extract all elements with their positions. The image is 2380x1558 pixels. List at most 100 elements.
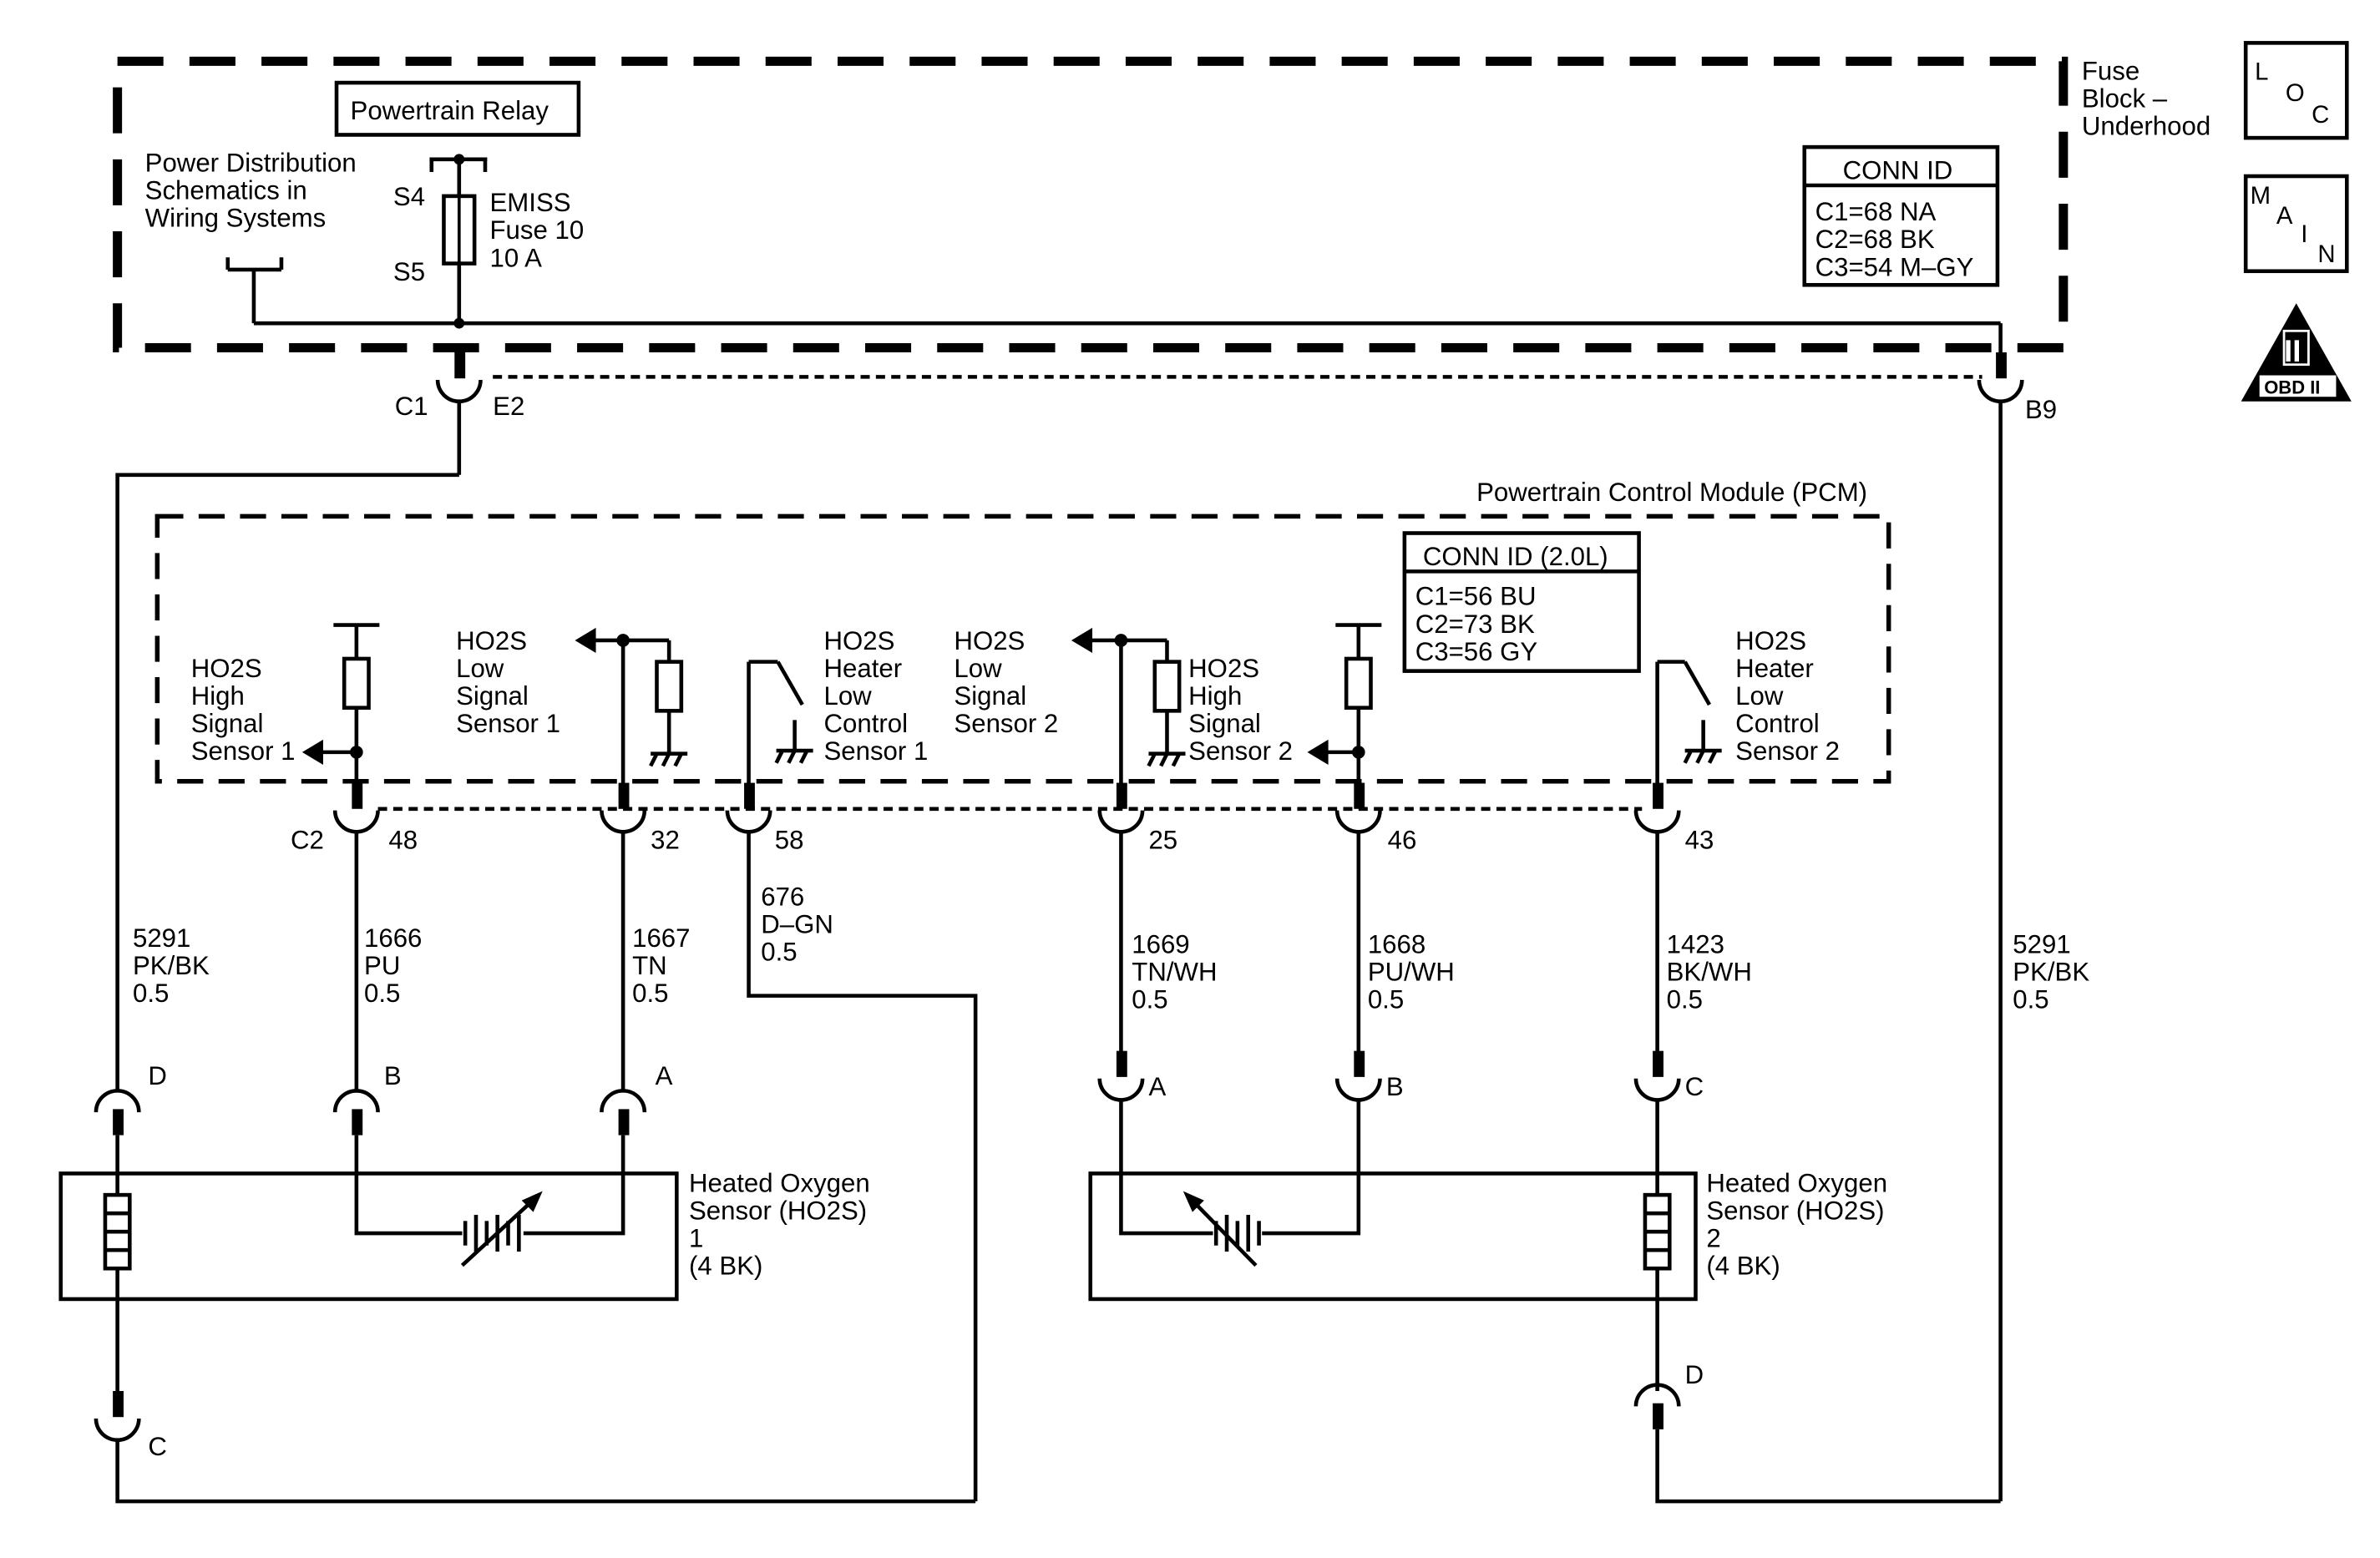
circuit-ho2s-heater-low-control-sensor-1 xyxy=(747,660,813,789)
wire-1423-label-2: BK/WH xyxy=(1667,957,1752,986)
sensor-1-connectors xyxy=(94,1089,647,1136)
hs1-label-4: Sensor 1 xyxy=(191,736,296,766)
circuit-ho2s-high-signal-sensor-1 xyxy=(301,623,380,789)
ls1-label-2: Low xyxy=(456,654,504,683)
wire-1668-label-1: 1668 xyxy=(1368,929,1425,959)
fuse-block-underhood: Fuse Block – Underhood Powertrain Relay … xyxy=(113,56,2210,359)
hs1-label-3: Signal xyxy=(191,709,264,738)
pcm-conn-c3: C3=56 GY xyxy=(1415,637,1538,666)
wire-1666-label-3: 0.5 xyxy=(364,979,400,1008)
sensor-2-pin-d: D xyxy=(1685,1360,1704,1389)
heated-oxygen-sensor-1: Heated Oxygen Sensor (HO2S) 1 (4 BK) xyxy=(58,1135,870,1392)
wire-676-label-1: 676 xyxy=(761,882,804,911)
sensor-2-box xyxy=(1088,1171,1698,1302)
wire-5291-right-label-2: PK/BK xyxy=(2013,957,2089,986)
pcm-conn-title: CONN ID (2.0L) xyxy=(1423,542,1608,571)
hs2-label-3: Signal xyxy=(1188,709,1261,738)
obd-ii-label: OBD II xyxy=(2264,377,2320,398)
ls2-label-2: Low xyxy=(954,654,1002,683)
sensor-1-connector-c xyxy=(94,1391,976,1504)
ls2-label-3: Signal xyxy=(954,681,1026,711)
fuse-block-label-1: Fuse xyxy=(2082,56,2139,85)
connector-c1-e2: C1 E2 xyxy=(395,347,524,475)
wire-5291-left-label-1: 5291 xyxy=(133,923,190,953)
heated-oxygen-sensor-2: Heated Oxygen Sensor (HO2S) 2 (4 BK) xyxy=(1088,1100,1887,1392)
wire-5291-right-label-1: 5291 xyxy=(2013,929,2070,959)
wire-676-label-2: D–GN xyxy=(761,909,833,938)
sensor-2-label-3: 2 xyxy=(1706,1224,1720,1253)
s4-label: S4 xyxy=(393,182,425,211)
heat1-label-2: Heater xyxy=(823,654,902,683)
wire-1668-label-2: PU/WH xyxy=(1368,957,1455,986)
powertrain-relay-label: Powertrain Relay xyxy=(351,96,549,125)
loc-icon: L O C xyxy=(2243,41,2349,140)
sensor-2-pin-b: B xyxy=(1386,1072,1404,1101)
pcm-c2-label: C2 xyxy=(291,825,324,854)
circuit-ho2s-low-signal-sensor-2 xyxy=(1071,627,1186,789)
circuit-ho2s-low-signal-sensor-1 xyxy=(575,627,688,789)
main-icon-m: M xyxy=(2251,182,2271,210)
wire-1667-label-1: 1667 xyxy=(632,923,690,953)
wire-1666-label-1: 1666 xyxy=(364,923,422,953)
main-icon-a: A xyxy=(2276,202,2293,230)
e2-label: E2 xyxy=(493,392,524,421)
sensor-1-pin-b: B xyxy=(384,1061,402,1090)
sensor-1-label-2: Sensor (HO2S) xyxy=(689,1196,867,1226)
wire-5291-right xyxy=(1655,1429,2001,1504)
sensor-1-variable-cell-icon xyxy=(460,1191,543,1267)
fuse-block-outline xyxy=(113,56,2069,353)
hs1-label-2: High xyxy=(191,681,245,711)
circuit-ho2s-heater-low-control-sensor-2 xyxy=(1655,660,1722,789)
c1-label: C1 xyxy=(395,392,428,421)
wire-sensor-1-return xyxy=(115,1439,976,1504)
sensor-1-label-3: 1 xyxy=(689,1224,703,1253)
power-dist-label-2: Schematics in xyxy=(145,176,307,205)
wire-676 xyxy=(747,832,978,1502)
sensor-1-box xyxy=(58,1171,679,1302)
pcm-module: Powertrain Control Module (PCM) CONN ID … xyxy=(154,478,1891,789)
heat2-label-4: Control xyxy=(1735,709,1820,738)
loc-icon-o: O xyxy=(2286,79,2305,107)
pcm-conn-c2: C2=73 BK xyxy=(1415,610,1535,639)
wire-1669-label-1: 1669 xyxy=(1132,929,1189,959)
splice-dot xyxy=(453,317,465,329)
pin-32-label: 32 xyxy=(651,825,680,854)
hs2-label-4: Sensor 2 xyxy=(1188,736,1293,766)
heat1-label-1: HO2S xyxy=(823,626,894,655)
ls1-label-1: HO2S xyxy=(456,626,527,655)
wire-5291-left xyxy=(115,473,459,1091)
fuse-block-label-2: Block – xyxy=(2082,83,2168,113)
wire-1423-label-1: 1423 xyxy=(1667,929,1724,959)
power-dist-label-1: Power Distribution xyxy=(145,148,357,177)
wire-676-label-3: 0.5 xyxy=(761,937,797,966)
obd-ii-icon: II OBD II xyxy=(2241,303,2352,402)
main-icon: M A I N xyxy=(2243,174,2349,274)
conn-id-title: CONN ID xyxy=(1843,156,1953,185)
heat2-label-2: Heater xyxy=(1735,654,1814,683)
wire-5291-right-label-3: 0.5 xyxy=(2013,984,2048,1014)
heat2-label-3: Low xyxy=(1735,681,1784,711)
wire-1669-label-2: TN/WH xyxy=(1132,957,1217,986)
pin-25-label: 25 xyxy=(1148,825,1177,854)
obd-ii-numeral: II xyxy=(2284,334,2301,368)
fuse-block-conn-id: CONN ID C1=68 NA C2=68 BK C3=54 M–GY xyxy=(1802,144,2000,287)
loc-icon-c: C xyxy=(2312,101,2329,129)
conn-id-c2: C2=68 BK xyxy=(1815,225,1935,254)
main-icon-i: I xyxy=(2301,220,2307,248)
powertrain-relay-box xyxy=(334,80,581,137)
pcm-conn-id: CONN ID (2.0L) C1=56 BU C2=73 BK C3=56 G… xyxy=(1402,531,1641,673)
pcm-outline xyxy=(154,513,1891,784)
conn-id-c1: C1=68 NA xyxy=(1815,197,1937,226)
ls1-label-4: Sensor 1 xyxy=(456,709,560,738)
ls2-label-1: HO2S xyxy=(954,626,1025,655)
pin-43-label: 43 xyxy=(1685,825,1714,854)
sensor-2-label-4: (4 BK) xyxy=(1706,1252,1780,1281)
sensor-1-pin-d: D xyxy=(148,1061,167,1090)
sensor-2-label-2: Sensor (HO2S) xyxy=(1706,1196,1884,1226)
pin-58-label: 58 xyxy=(775,825,804,854)
fuse-label-1: EMISS xyxy=(489,188,570,217)
connector-b9: B9 xyxy=(1977,352,2057,1502)
wire-1667-label-2: TN xyxy=(632,951,667,980)
sensor-2-label-1: Heated Oxygen xyxy=(1706,1168,1887,1197)
